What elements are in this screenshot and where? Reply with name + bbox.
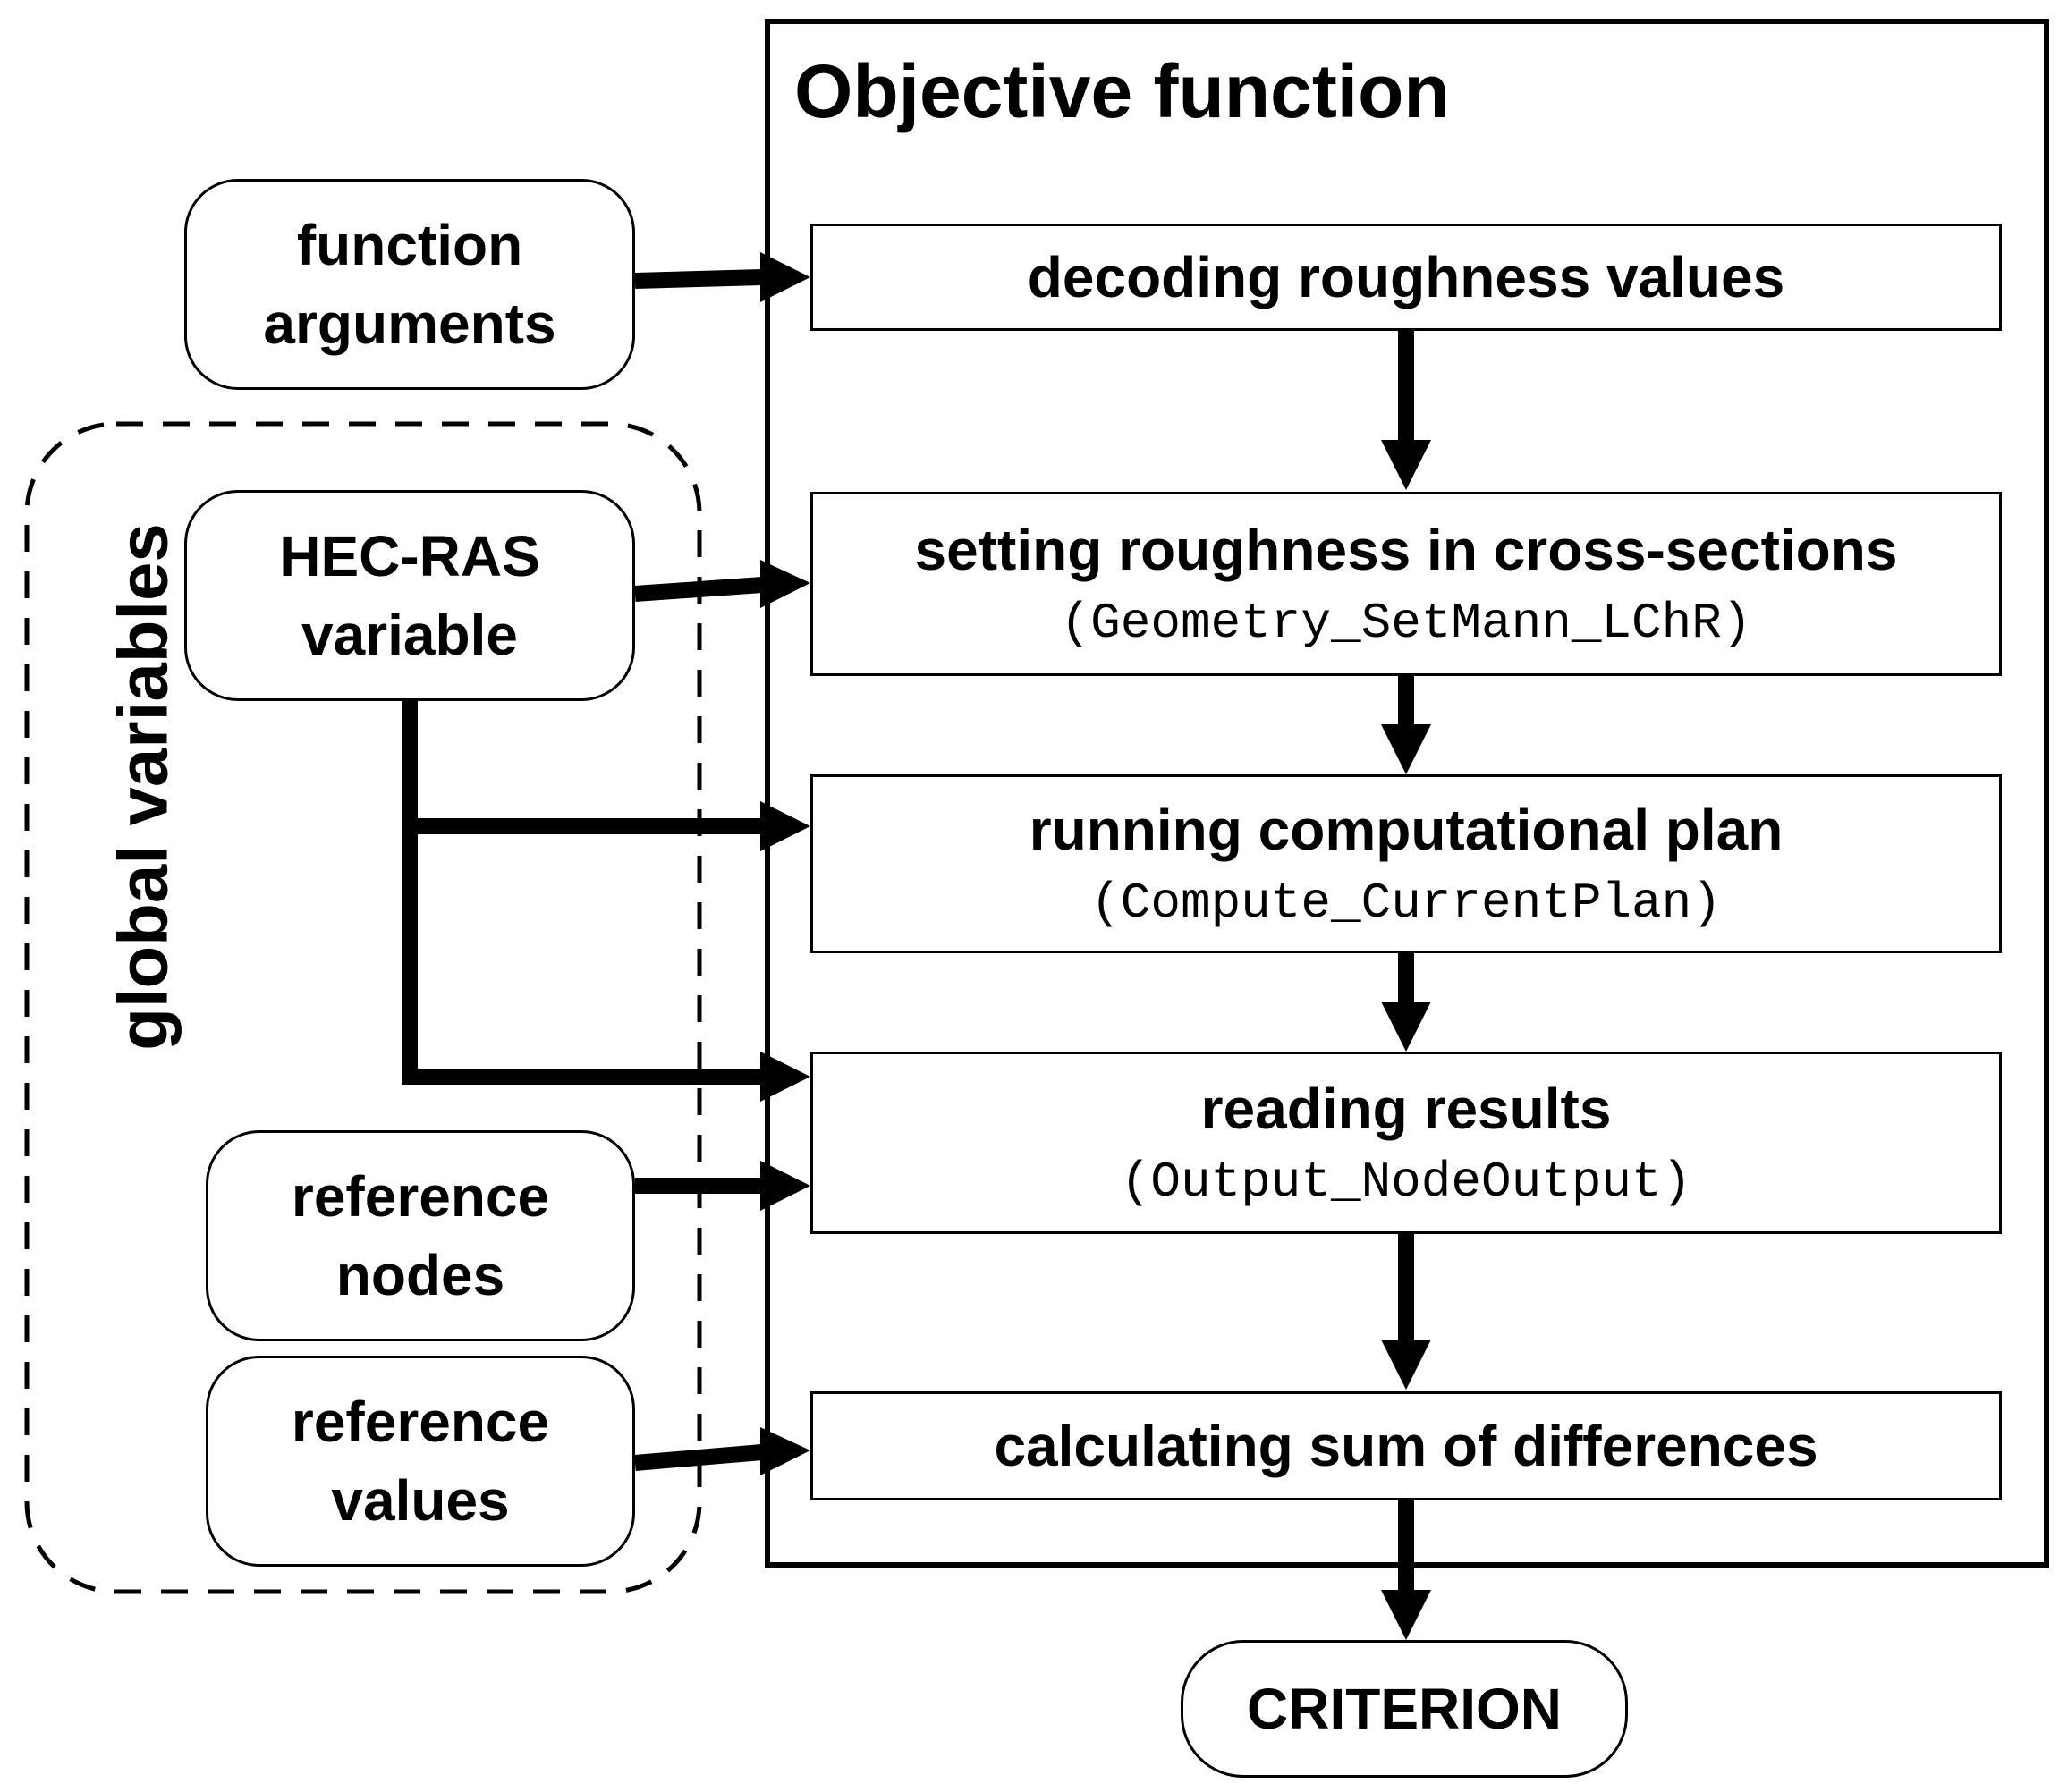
global-variables-group xyxy=(24,421,702,1594)
objective-function-title: Objective function xyxy=(794,49,1450,133)
decoding-step-label: decoding roughness values xyxy=(1027,245,1785,309)
reference-nodes-line-1: reference xyxy=(291,1164,550,1229)
reference-values-node: reference values xyxy=(206,1356,635,1567)
criterion-node: CRITERION xyxy=(1181,1640,1628,1778)
setting-step-label: setting roughness in cross-sections xyxy=(914,518,1898,582)
reference-values-line-2: values xyxy=(331,1468,510,1533)
hec-ras-variable-line-1: HEC-RAS xyxy=(279,524,540,588)
calculating-step: calculating sum of differences xyxy=(810,1391,2002,1500)
setting-step-call: (Geometry_SetMann_LChR) xyxy=(1060,595,1752,652)
hec-ras-variable-node: HEC-RAS variable xyxy=(184,490,635,701)
running-step: running computational plan (Compute_Curr… xyxy=(810,774,2002,953)
running-step-call: (Compute_CurrentPlan) xyxy=(1090,875,1722,932)
hec-ras-variable-line-2: variable xyxy=(301,603,518,667)
reading-step-label: reading results xyxy=(1200,1077,1612,1141)
reference-nodes-line-2: nodes xyxy=(335,1243,505,1307)
function-arguments-line-2: arguments xyxy=(263,292,556,356)
reference-nodes-node: reference nodes xyxy=(206,1130,635,1341)
global-variables-label: global variables xyxy=(103,523,182,1051)
function-arguments-node: function arguments xyxy=(184,179,635,390)
reference-values-line-1: reference xyxy=(291,1390,550,1454)
criterion-label: CRITERION xyxy=(1247,1677,1562,1741)
function-arguments-line-1: function xyxy=(296,213,523,277)
decoding-step: decoding roughness values xyxy=(810,224,2002,331)
reading-step: reading results (Output_NodeOutput) xyxy=(810,1052,2002,1234)
running-step-label: running computational plan xyxy=(1029,798,1784,862)
connector-arrows xyxy=(402,252,1431,1640)
reading-step-call: (Output_NodeOutput) xyxy=(1120,1154,1692,1211)
calculating-step-label: calculating sum of differences xyxy=(994,1414,1818,1478)
setting-step: setting roughness in cross-sections (Geo… xyxy=(810,492,2002,676)
